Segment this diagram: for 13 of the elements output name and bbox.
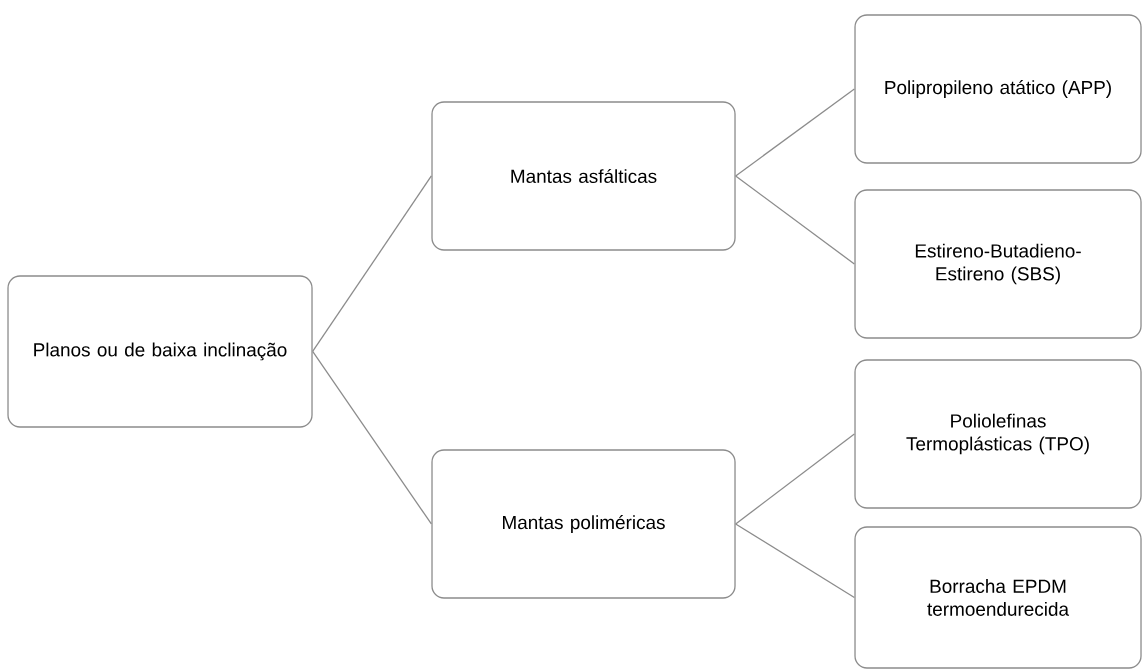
category-box: Planos ou de baixa inclinação (7, 275, 313, 428)
category-box: Poliolefinas Termoplásticas (TPO) (854, 359, 1142, 509)
category-box: Mantas asfálticas (431, 101, 736, 251)
connector-line (735, 433, 855, 525)
connector-line (735, 523, 855, 599)
connector-line (312, 350, 432, 525)
connector-line (735, 175, 855, 265)
connector-line (312, 175, 432, 353)
connector-line (735, 88, 855, 177)
category-box: Polipropileno atático (APP) (854, 14, 1142, 164)
category-box: Mantas poliméricas (431, 449, 736, 599)
category-box: Estireno-Butadieno-Estireno (SBS) (854, 189, 1142, 339)
category-box: Borracha EPDM termoendurecida (854, 526, 1142, 669)
